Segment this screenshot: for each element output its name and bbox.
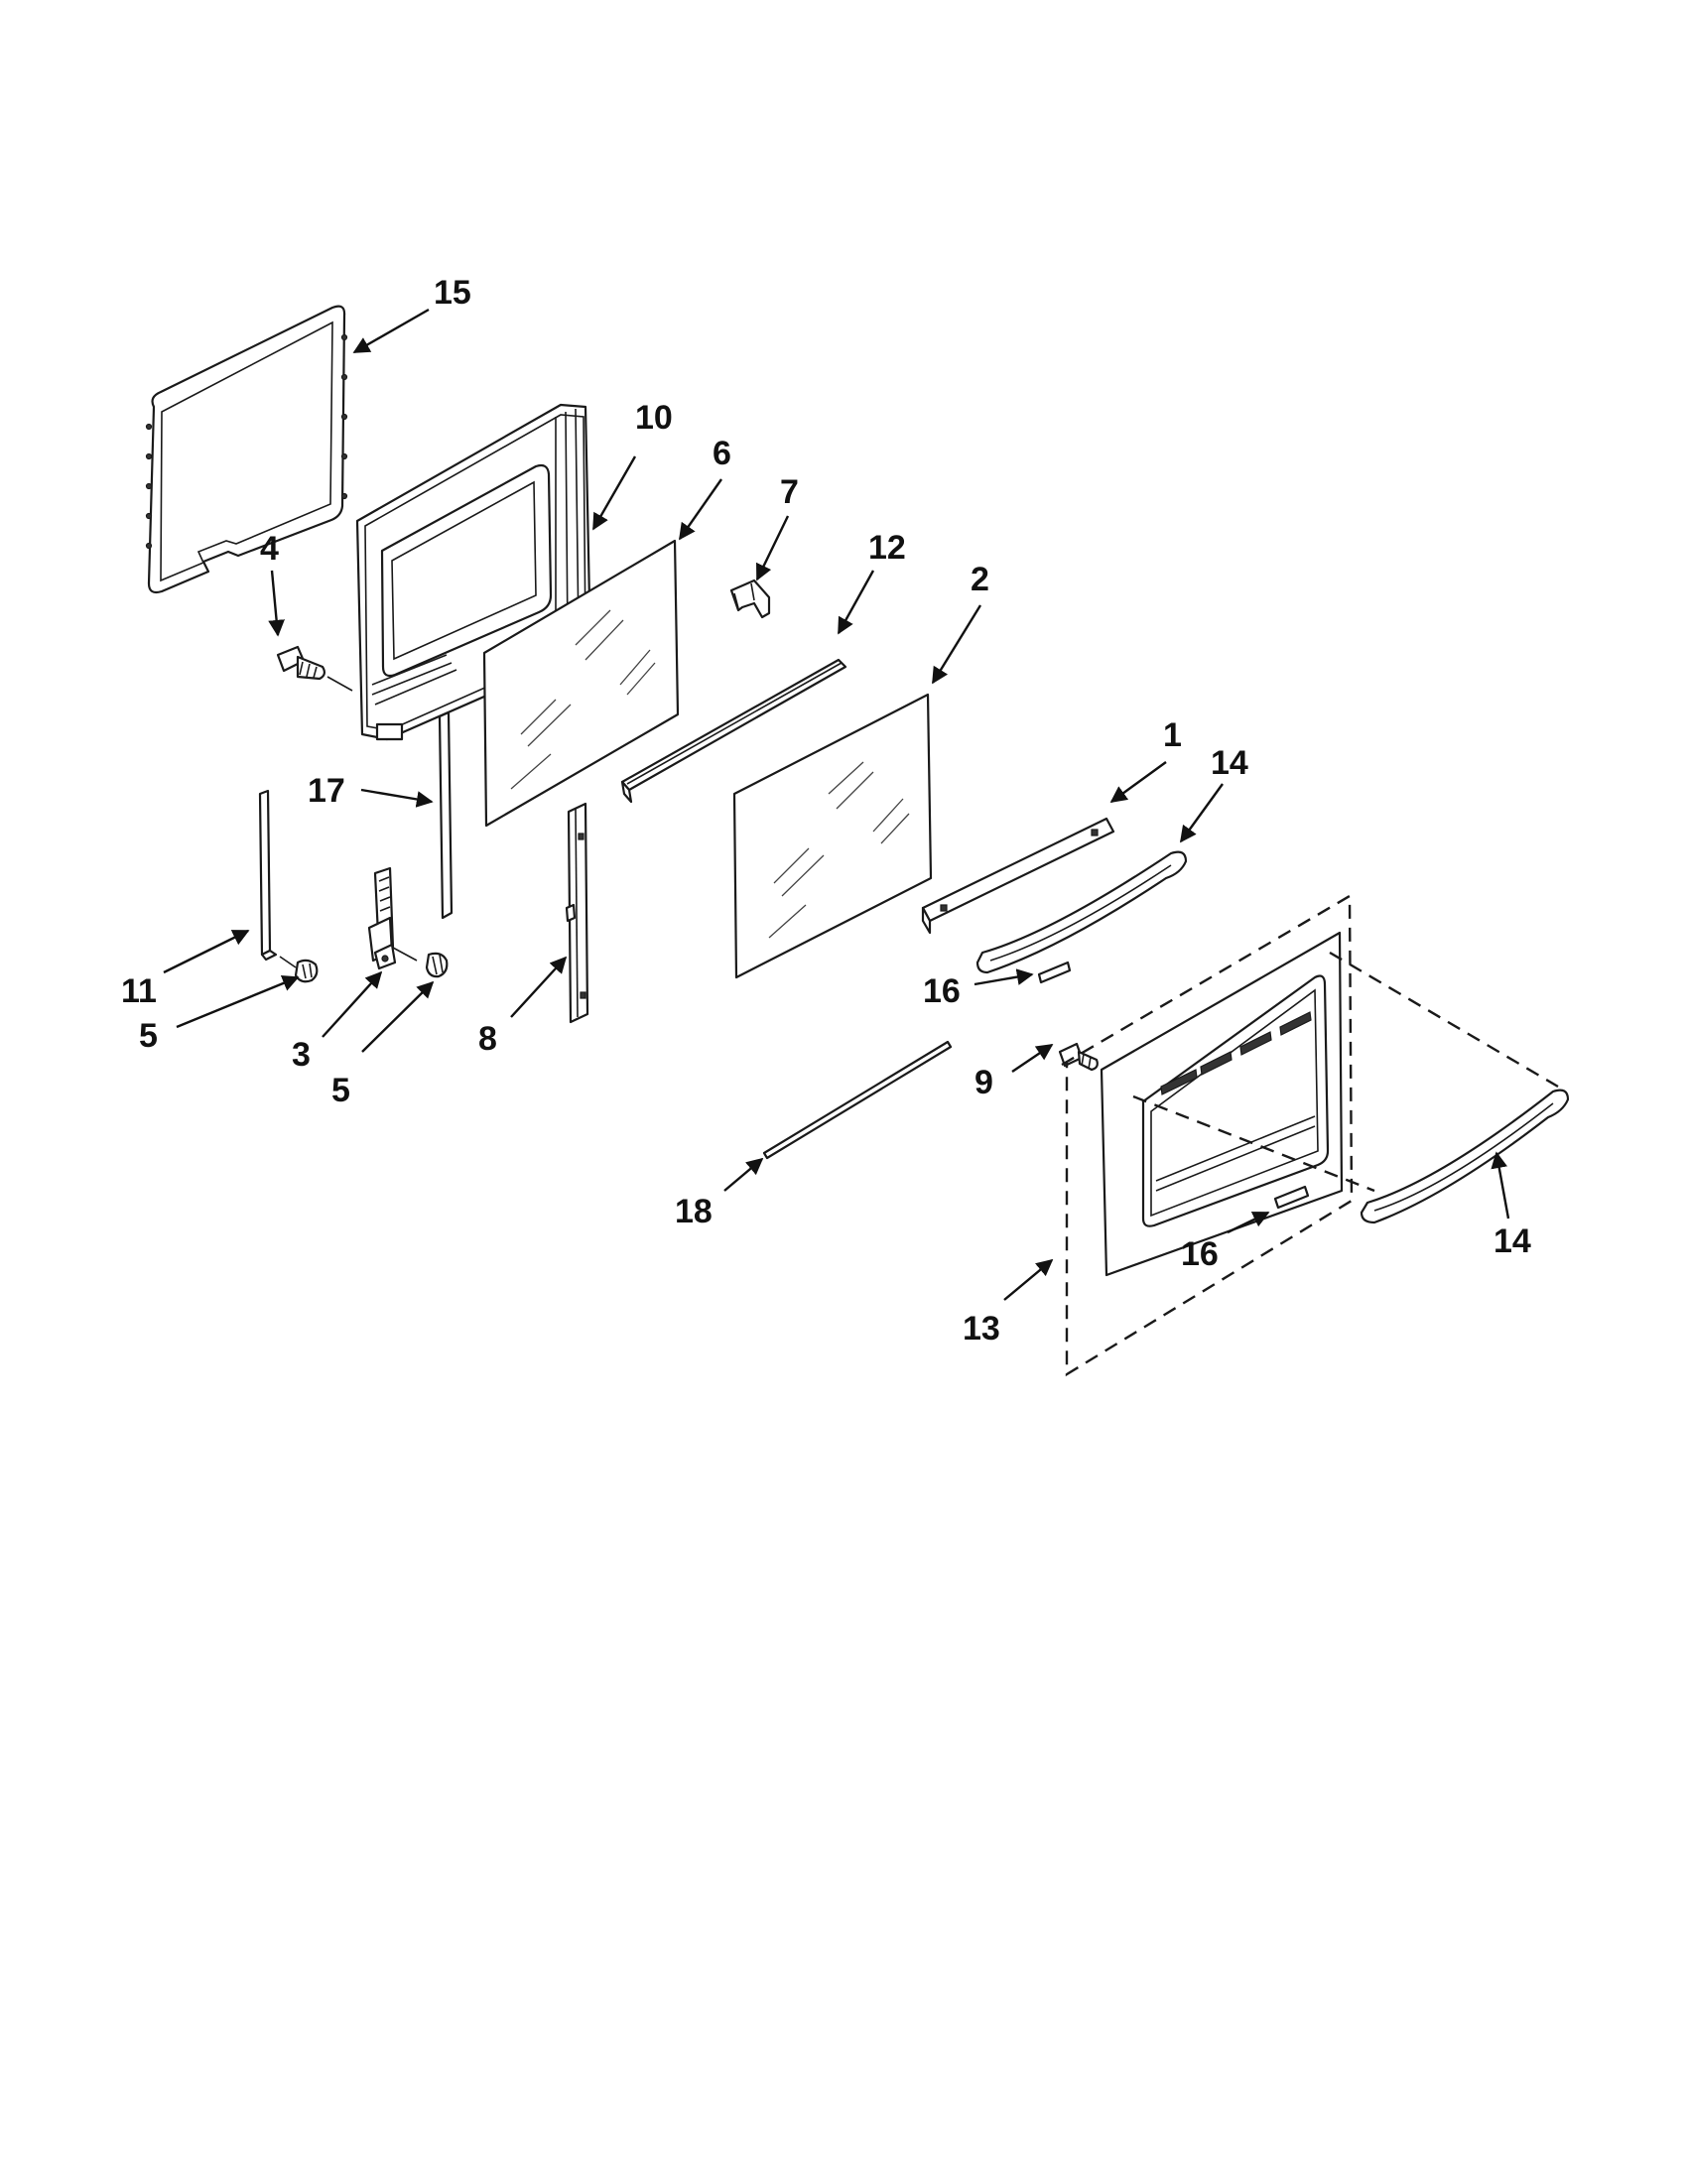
- screw-5-right: [425, 952, 449, 978]
- callout-6: 6: [713, 435, 731, 472]
- door-clip: [729, 578, 771, 619]
- callout-11: 11: [121, 972, 157, 1010]
- handle-mounting-strip: [921, 817, 1115, 935]
- callout-12: 12: [868, 529, 906, 567]
- leader-arrows: [163, 308, 1510, 1301]
- door-rod: [762, 1040, 953, 1160]
- callout-16-upper: 16: [923, 972, 961, 1010]
- callout-5-left: 5: [139, 1017, 158, 1055]
- callout-2: 2: [971, 561, 989, 598]
- door-handle-upper: [975, 850, 1188, 974]
- door-handle-lower: [1360, 1089, 1570, 1224]
- callout-4: 4: [260, 530, 279, 568]
- callout-8: 8: [478, 1020, 497, 1058]
- door-side-channel: [565, 802, 589, 1024]
- callout-1: 1: [1163, 716, 1182, 754]
- nameplate-upper: [1037, 961, 1072, 984]
- door-gasket: [145, 305, 348, 594]
- screw-5-left: [279, 956, 319, 983]
- callout-16-lower: 16: [1181, 1235, 1219, 1273]
- callout-7: 7: [780, 473, 799, 511]
- callout-18: 18: [675, 1193, 713, 1230]
- callout-3: 3: [292, 1036, 311, 1074]
- callout-labels: 15 10 6 7 12 2 4 1 14 17 11 5 3 5 8 16 9…: [121, 274, 1531, 1348]
- screw-9: [1058, 1042, 1099, 1072]
- callout-5-right: 5: [331, 1072, 350, 1109]
- hinge-receptacle: [258, 789, 278, 962]
- callout-9: 9: [974, 1064, 993, 1101]
- callout-14-upper: 14: [1211, 744, 1248, 782]
- callout-15: 15: [434, 274, 471, 312]
- screw-4: [276, 645, 353, 692]
- door-hinge: [367, 866, 418, 970]
- outer-glass-panel: [732, 693, 933, 979]
- outer-door-panel: [1061, 893, 1559, 1377]
- door-side-trim: [438, 710, 454, 920]
- nameplate-lower: [1273, 1185, 1310, 1210]
- callout-17: 17: [308, 772, 345, 810]
- top-door-channel: [620, 658, 847, 804]
- callout-14-lower: 14: [1493, 1222, 1531, 1260]
- callout-13: 13: [963, 1310, 1000, 1348]
- inner-door-liner: [355, 403, 592, 741]
- callout-10: 10: [635, 399, 673, 437]
- inner-glass-panel: [482, 539, 680, 828]
